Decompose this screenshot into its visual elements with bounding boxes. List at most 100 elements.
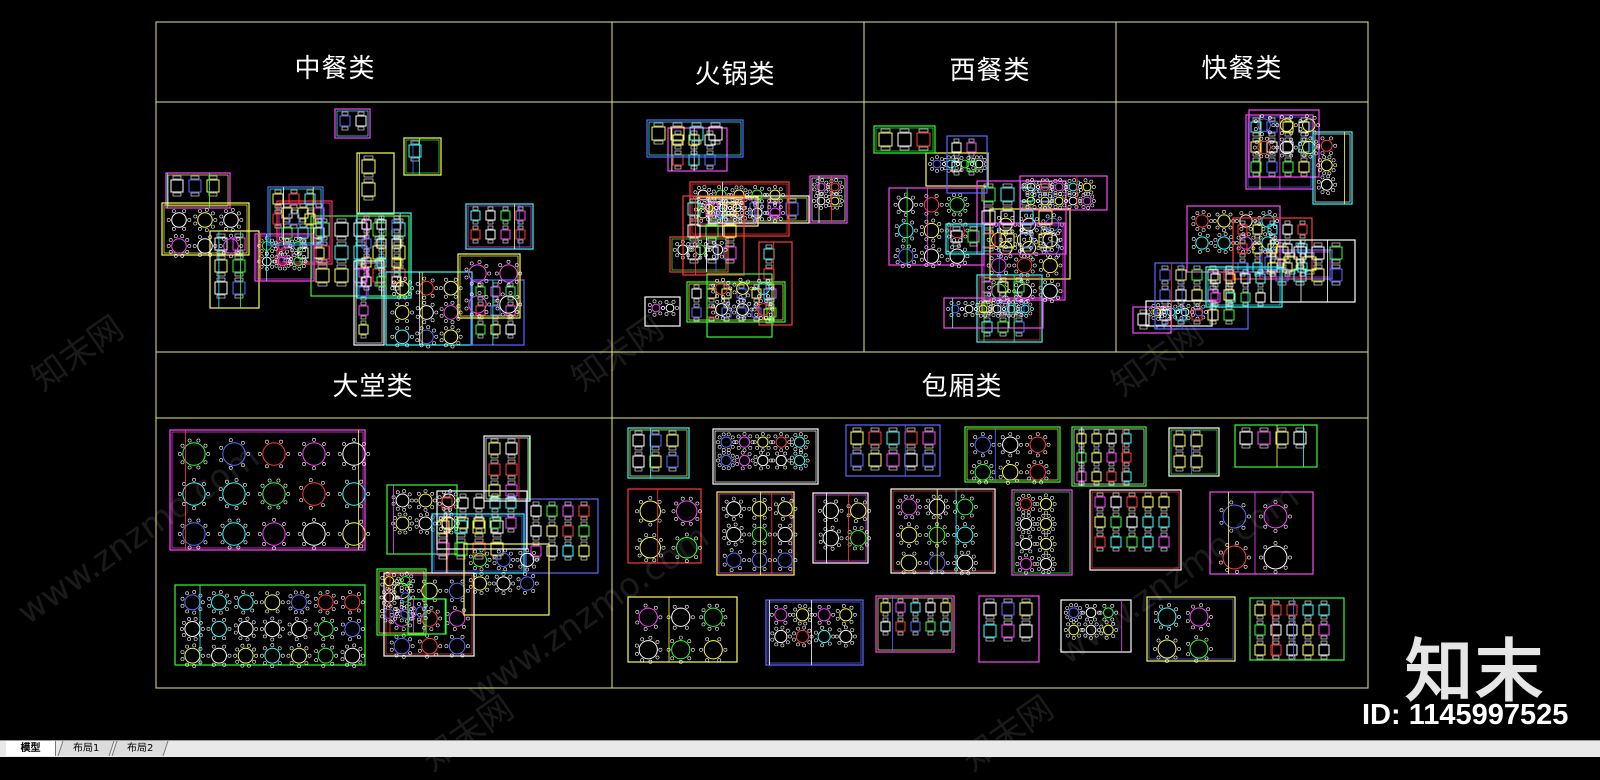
- chair: [1032, 522, 1037, 526]
- chair: [1028, 534, 1033, 539]
- chair: [580, 556, 588, 561]
- chair: [767, 205, 772, 210]
- square-table: [1013, 321, 1025, 333]
- chair: [1283, 504, 1288, 509]
- chair: [1026, 513, 1031, 518]
- square-table: [1121, 433, 1132, 444]
- chair: [192, 664, 197, 668]
- chair: [270, 238, 275, 243]
- chair: [1209, 320, 1217, 325]
- tab-layout1[interactable]: 布局1: [57, 741, 115, 756]
- chair: [252, 647, 257, 652]
- chair: [793, 532, 798, 537]
- chair: [286, 600, 291, 605]
- chair: [979, 168, 984, 173]
- chair: [443, 326, 448, 331]
- round-table: [775, 454, 787, 467]
- chair: [1253, 119, 1258, 124]
- chair: [283, 203, 291, 208]
- chair: [514, 279, 519, 284]
- square-table: [578, 545, 590, 557]
- chair: [805, 458, 810, 463]
- chair: [983, 300, 988, 305]
- chair: [415, 314, 420, 319]
- chair: [290, 248, 295, 253]
- chair: [1177, 615, 1181, 619]
- chair: [1206, 622, 1211, 627]
- chair: [414, 498, 419, 503]
- chair: [192, 590, 197, 594]
- chair: [393, 253, 400, 258]
- round-table: [769, 189, 781, 201]
- chair: [839, 508, 844, 513]
- chair: [1223, 232, 1228, 236]
- chair: [834, 518, 839, 522]
- chair: [318, 591, 323, 596]
- chair: [348, 610, 352, 615]
- chair: [360, 600, 365, 605]
- chair: [1050, 201, 1055, 206]
- chair: [745, 211, 749, 215]
- chair: [1304, 600, 1312, 605]
- chair: [755, 445, 760, 450]
- chair: [1037, 557, 1041, 561]
- chair: [911, 195, 915, 200]
- chair: [983, 201, 994, 206]
- chair: [715, 626, 719, 631]
- chair: [246, 532, 251, 536]
- chair: [767, 506, 772, 511]
- round-table: [676, 537, 698, 559]
- title-frame: [155, 21, 1369, 689]
- chair: [393, 259, 404, 264]
- chair: [977, 480, 982, 485]
- tab-model[interactable]: 模型: [6, 741, 56, 756]
- chair: [1007, 263, 1011, 268]
- round-table: [738, 454, 751, 467]
- chair: [378, 234, 385, 239]
- chair: [1252, 137, 1260, 142]
- chair: [490, 454, 499, 459]
- chair: [456, 538, 466, 543]
- chair: [999, 332, 1007, 337]
- chair: [1081, 205, 1086, 209]
- chair: [234, 277, 244, 282]
- chair: [912, 551, 917, 556]
- chair: [1044, 533, 1048, 538]
- tab-layout2[interactable]: 布局2: [111, 741, 169, 756]
- chair: [1298, 142, 1303, 147]
- chair: [705, 637, 710, 642]
- chair: [465, 588, 470, 593]
- chair: [708, 298, 715, 303]
- chair: [208, 235, 213, 240]
- chair: [773, 203, 777, 207]
- square-table: [967, 230, 980, 243]
- chair: [973, 450, 978, 455]
- chair: [1299, 234, 1306, 239]
- square-table: [1158, 496, 1170, 508]
- chair: [1326, 174, 1331, 179]
- square-table: [1223, 309, 1235, 321]
- chair: [1021, 620, 1031, 625]
- square-table: [206, 179, 220, 193]
- round-table: [793, 454, 806, 467]
- floor-plan: [1168, 427, 1220, 477]
- wall-outline: [712, 428, 819, 485]
- chair: [1046, 553, 1051, 558]
- chair: [726, 292, 731, 297]
- chair: [770, 307, 775, 312]
- square-table: [170, 179, 184, 193]
- chair: [686, 242, 691, 247]
- chair: [899, 525, 904, 530]
- chair: [1012, 263, 1017, 268]
- chair: [172, 175, 182, 180]
- chair: [1090, 203, 1095, 208]
- square-table: [1038, 233, 1053, 248]
- square-table: [1207, 309, 1219, 321]
- chair: [314, 622, 319, 627]
- chair: [1093, 429, 1100, 434]
- round-table: [964, 304, 974, 314]
- chair: [984, 460, 989, 465]
- chair: [1038, 194, 1043, 199]
- chair: [1144, 527, 1152, 532]
